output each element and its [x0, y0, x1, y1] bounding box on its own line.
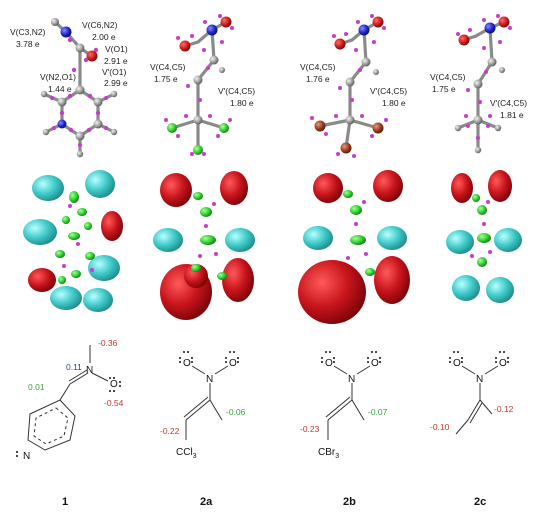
lewis-2c-atom-n: N [476, 374, 483, 385]
label-v-o1-2: 2.91 e [104, 56, 128, 66]
label-vp-o1-1: V'(O1) [102, 67, 126, 77]
svg-text:V'(O1): V'(O1) [102, 67, 126, 77]
lewis-2a-charge-a: -0.22 [160, 426, 180, 436]
model-2c [454, 14, 512, 154]
model-2b [310, 14, 388, 158]
lewis-2c-charge-a: -0.10 [430, 422, 450, 432]
lewis-1-lone-pairs [16, 377, 121, 457]
labels-model-1: V(C3,N2) 3.78 e V(C6,N2) 2.00 e V(O1) 2.… [10, 20, 128, 94]
label-v-n2-o1-2: 1.44 e [48, 84, 72, 94]
lewis-2c-atom-o2: O [499, 358, 507, 369]
label-v-c3-n2-2: 3.78 e [16, 39, 40, 49]
caption-2a: 2a [200, 496, 213, 508]
svg-text:2.91 e: 2.91 e [104, 56, 128, 66]
label-2c-v2: 1.75 e [432, 84, 456, 94]
lewis-2b-lone-pairs [321, 351, 381, 363]
model-2a [164, 14, 234, 156]
label-v-c6-n2-1: V(C6,N2) [82, 20, 118, 30]
lewis-2b-charge-a: -0.23 [300, 424, 320, 434]
lewis-1-charge-b: 0.11 [66, 362, 82, 372]
label-2c-vp2: 1.81 e [500, 110, 524, 120]
label-2a-vp2: 1.80 e [230, 98, 254, 108]
lewis-2b-charge-b: -0.07 [368, 407, 388, 417]
svg-text:2.99 e: 2.99 e [104, 78, 128, 88]
label-v-n2-o1-1: V(N2,O1) [40, 72, 76, 82]
lewis-1-atom-n-ring: N [23, 451, 30, 462]
lewis-2a-lone-pairs [179, 351, 239, 363]
elf-2c [446, 170, 522, 303]
svg-text:2.00 e: 2.00 e [92, 32, 116, 42]
labels-model-2a: V(C4,C5) 1.75 e V'(C4,C5) 1.80 e [150, 62, 255, 108]
label-v-c3-n2-1: V(C3,N2) [10, 27, 46, 37]
lewis-2a-atom-o2: O [229, 358, 237, 369]
caption-2b: 2b [343, 496, 356, 508]
lewis-2b-atom-o2: O [371, 358, 379, 369]
label-2a-vp1: V'(C4,C5) [218, 86, 255, 96]
labels-model-2c: V(C4,C5) 1.75 e V'(C4,C5) 1.81 e [430, 72, 527, 120]
label-2c-vp1: V'(C4,C5) [490, 98, 527, 108]
lewis-2a-atom-cx: CCl3 [176, 447, 197, 460]
svg-text:V(N2,O1): V(N2,O1) [40, 72, 76, 82]
lewis-2a [183, 365, 229, 440]
label-2b-v1: V(C4,C5) [300, 62, 336, 72]
lewis-1-atom-o: O [110, 379, 118, 390]
lewis-1-charge-a: -0.36 [98, 338, 118, 348]
lewis-2a-atom-o1: O [183, 358, 191, 369]
svg-text:V(C6,N2): V(C6,N2) [82, 20, 118, 30]
label-2c-v1: V(C4,C5) [430, 72, 466, 82]
lewis-2c-atom-o1: O [453, 358, 461, 369]
caption-1: 1 [62, 496, 68, 508]
label-2b-v2: 1.76 e [306, 74, 330, 84]
elf-1 [23, 170, 123, 312]
svg-text:3.78 e: 3.78 e [16, 39, 40, 49]
label-2b-vp1: V'(C4,C5) [370, 86, 407, 96]
lewis-2a-atom-n: N [206, 374, 213, 385]
lewis-2b [325, 365, 371, 440]
elf-2a [153, 171, 255, 320]
label-2b-vp2: 1.80 e [382, 98, 406, 108]
lewis-1-charge-d: -0.54 [104, 398, 124, 408]
lewis-2a-charge-b: -0.06 [226, 407, 246, 417]
svg-text:1.44 e: 1.44 e [48, 84, 72, 94]
lewis-2c-lone-pairs [449, 351, 509, 363]
lewis-2b-atom-o1: O [325, 358, 333, 369]
lewis-2b-atom-cx: CBr3 [318, 447, 339, 460]
svg-text:V(O1): V(O1) [105, 44, 128, 54]
label-v-o1-1: V(O1) [105, 44, 128, 54]
label-v-c6-n2-2: 2.00 e [92, 32, 116, 42]
lewis-1 [27, 345, 109, 451]
lewis-2b-atom-n: N [348, 374, 355, 385]
label-2a-v2: 1.75 e [154, 74, 178, 84]
lewis-2c-charge-b: -0.12 [494, 404, 514, 414]
caption-2c: 2c [474, 496, 486, 508]
labels-model-2b: V(C4,C5) 1.76 e V'(C4,C5) 1.80 e [300, 62, 407, 108]
lewis-1-charge-c: 0.01 [28, 382, 45, 392]
model-1 [40, 18, 118, 158]
lewis-1-atom-n: N [86, 365, 93, 376]
lewis-2c [455, 365, 499, 435]
elf-2b [298, 170, 410, 324]
label-vp-o1-2: 2.99 e [104, 78, 128, 88]
label-2a-v1: V(C4,C5) [150, 62, 186, 72]
svg-text:V(C3,N2): V(C3,N2) [10, 27, 46, 37]
